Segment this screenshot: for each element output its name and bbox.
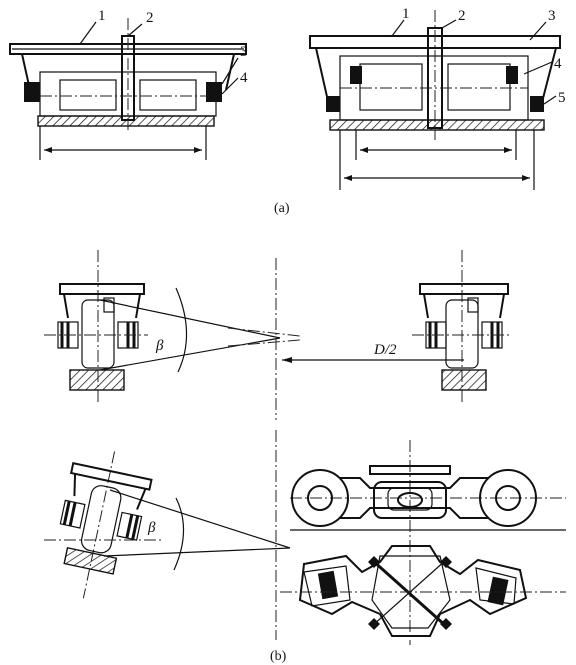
left-wheel [291, 469, 349, 527]
bogie-frame [373, 481, 447, 519]
bolster [369, 465, 451, 475]
rail [69, 369, 125, 391]
dimension-d2: D/2 [282, 342, 464, 363]
diagram-b-top-left: β [44, 250, 301, 405]
wheel [81, 299, 115, 369]
label-4: 4 [240, 70, 248, 86]
beta-top: β [155, 338, 164, 354]
label-5: 5 [558, 90, 566, 106]
rail [441, 369, 487, 391]
bogie-plan [298, 545, 528, 637]
diagram-b-bottom-left-angle: β [44, 489, 291, 571]
diagram-a-right: 1 2 3 4 5 [309, 6, 566, 190]
caption-b: (b) [270, 649, 287, 664]
top-plate [69, 462, 153, 491]
angle-arc [173, 497, 185, 571]
base-rail [37, 115, 215, 127]
top-plate [59, 283, 145, 295]
diagram-b-top-right [412, 250, 512, 405]
base-rail [329, 119, 545, 131]
diagram-b-bottom-left [59, 451, 153, 599]
right-roller [530, 96, 544, 112]
label-d2: D/2 [373, 342, 397, 358]
label-3: 3 [548, 8, 556, 24]
label-4: 4 [554, 56, 562, 72]
label-3: 3 [240, 44, 248, 60]
label-2: 2 [146, 10, 154, 26]
diagram-a-left: 1 2 3 4 [9, 8, 248, 160]
diagram-b-bottom-right [275, 430, 566, 645]
right-roller [206, 82, 222, 102]
top-plate [419, 283, 509, 295]
label-2: 2 [458, 8, 466, 24]
label-1: 1 [402, 6, 410, 22]
rail [63, 547, 118, 575]
left-roller [326, 96, 340, 112]
beta-bottom: β [147, 520, 156, 536]
caption-a: (a) [274, 201, 290, 216]
angle-arc [175, 287, 188, 373]
wheel [80, 485, 122, 554]
left-roller [24, 82, 40, 102]
right-wheel [479, 469, 537, 527]
label-1: 1 [98, 8, 106, 24]
